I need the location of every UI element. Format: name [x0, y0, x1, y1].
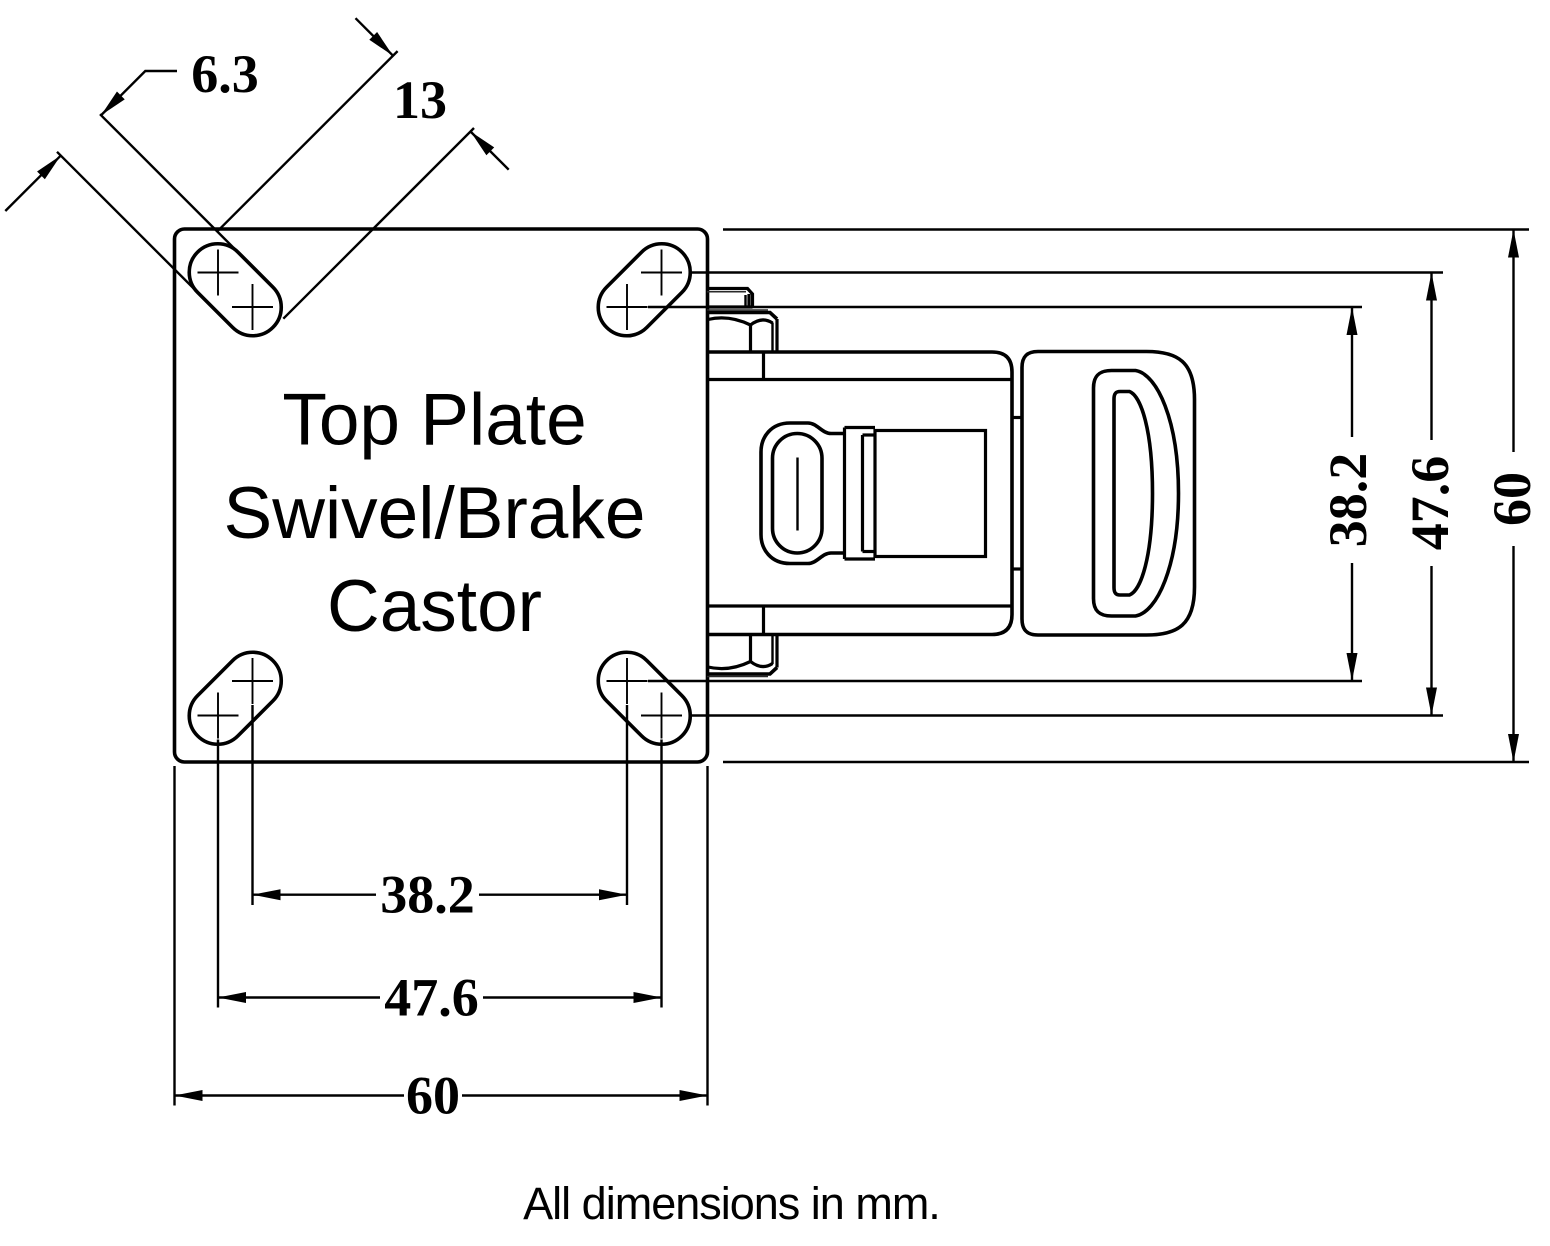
slot-top-right — [596, 241, 693, 338]
slot-center-cross — [606, 249, 682, 330]
plate-title-line-3: Castor — [327, 566, 542, 647]
arrowhead — [37, 155, 61, 180]
pedal-slot-outer — [1091, 368, 1181, 618]
arrowhead — [1508, 229, 1519, 258]
dim-hole-spacing-inner-h: 38.2 — [252, 865, 627, 925]
slot-outline — [187, 241, 284, 338]
shape-outline — [707, 666, 779, 676]
arrowhead — [218, 992, 246, 1003]
pedal-slot-inner — [1112, 389, 1155, 597]
arrowhead — [1426, 272, 1437, 301]
arrowhead — [470, 131, 495, 156]
slot-center-cross — [197, 249, 273, 330]
dim-hole-spacing-outer-v: 47.6 — [1400, 272, 1460, 716]
dim-label-plate-height: 60 — [1482, 472, 1542, 526]
arrowhead — [1508, 734, 1519, 762]
top-plate-view: Top Plate Swivel/Brake Castor — [172, 227, 710, 764]
shape-outline — [707, 310, 779, 321]
shape-outline — [707, 286, 755, 307]
slot-center-cross — [197, 658, 273, 739]
shape-outline — [749, 660, 774, 669]
arrowhead — [633, 992, 662, 1003]
slot-outline — [596, 650, 693, 747]
dim-slot-width: 6.3 — [4, 44, 259, 294]
extension-line — [56, 150, 199, 294]
arrowhead — [174, 1090, 203, 1101]
shape-outline — [749, 318, 774, 327]
dim-label-slot-width: 6.3 — [191, 44, 259, 104]
arrowhead — [1426, 687, 1437, 716]
dim-label-outer-v: 47.6 — [1400, 456, 1460, 551]
arrowhead — [599, 889, 627, 901]
units-note: All dimensions in mm. — [523, 1178, 940, 1229]
dim-plate-width: 60 — [174, 1066, 708, 1126]
brake-pedal — [1020, 349, 1197, 637]
slot-outline — [187, 650, 284, 747]
arrowhead — [679, 1090, 708, 1101]
slot-bottom-right — [596, 650, 693, 747]
top-plate-outline — [172, 227, 710, 764]
dims-bottom: 38.2 47.6 60 — [173, 705, 709, 1126]
shape-outline — [770, 431, 824, 555]
dim-label-outer-h: 47.6 — [384, 968, 479, 1028]
dims-right: 38.2 47.6 60 — [648, 228, 1542, 764]
extension-line — [99, 113, 239, 254]
brake-housing — [707, 350, 1014, 637]
slot-bottom-left — [187, 650, 284, 747]
slot-center-cross — [606, 658, 682, 739]
dim-hole-spacing-outer-h: 47.6 — [218, 968, 662, 1028]
brake-block — [873, 428, 988, 559]
dim-label-plate-width: 60 — [406, 1066, 460, 1126]
slot-top-left — [187, 241, 284, 338]
kingpin-nut-bottom — [707, 634, 779, 678]
dim-hole-spacing-inner-v: 38.2 — [1318, 307, 1378, 681]
slot-outline — [596, 241, 693, 338]
shape-outline — [707, 660, 752, 671]
arrowhead — [101, 91, 125, 116]
castor-head-view — [707, 286, 1197, 678]
shape-outline — [1020, 349, 1197, 637]
plate-title-line-2: Swivel/Brake — [224, 473, 646, 554]
shape-outline — [707, 350, 1014, 637]
arrowhead — [369, 32, 393, 56]
lever-bracket — [842, 425, 875, 561]
extension-line — [217, 50, 399, 232]
dim-slot-length: 13 — [217, 17, 510, 320]
shape-outline — [759, 421, 845, 566]
release-lever — [759, 421, 845, 566]
arrowhead — [1346, 653, 1358, 681]
kingpin-nut-top — [707, 309, 779, 352]
dim-label-slot-length: 13 — [393, 70, 447, 130]
dim-label-inner-v: 38.2 — [1318, 453, 1378, 548]
kingpin-tab — [707, 286, 755, 309]
plate-title-line-1: Top Plate — [282, 380, 586, 461]
arrowhead — [1346, 307, 1358, 335]
shape-outline — [707, 316, 752, 327]
dim-plate-height: 60 — [1482, 229, 1542, 762]
leader-line — [100, 69, 177, 117]
extension-line — [282, 127, 475, 320]
dim-label-inner-h: 38.2 — [380, 865, 475, 925]
arrowhead — [252, 889, 281, 901]
